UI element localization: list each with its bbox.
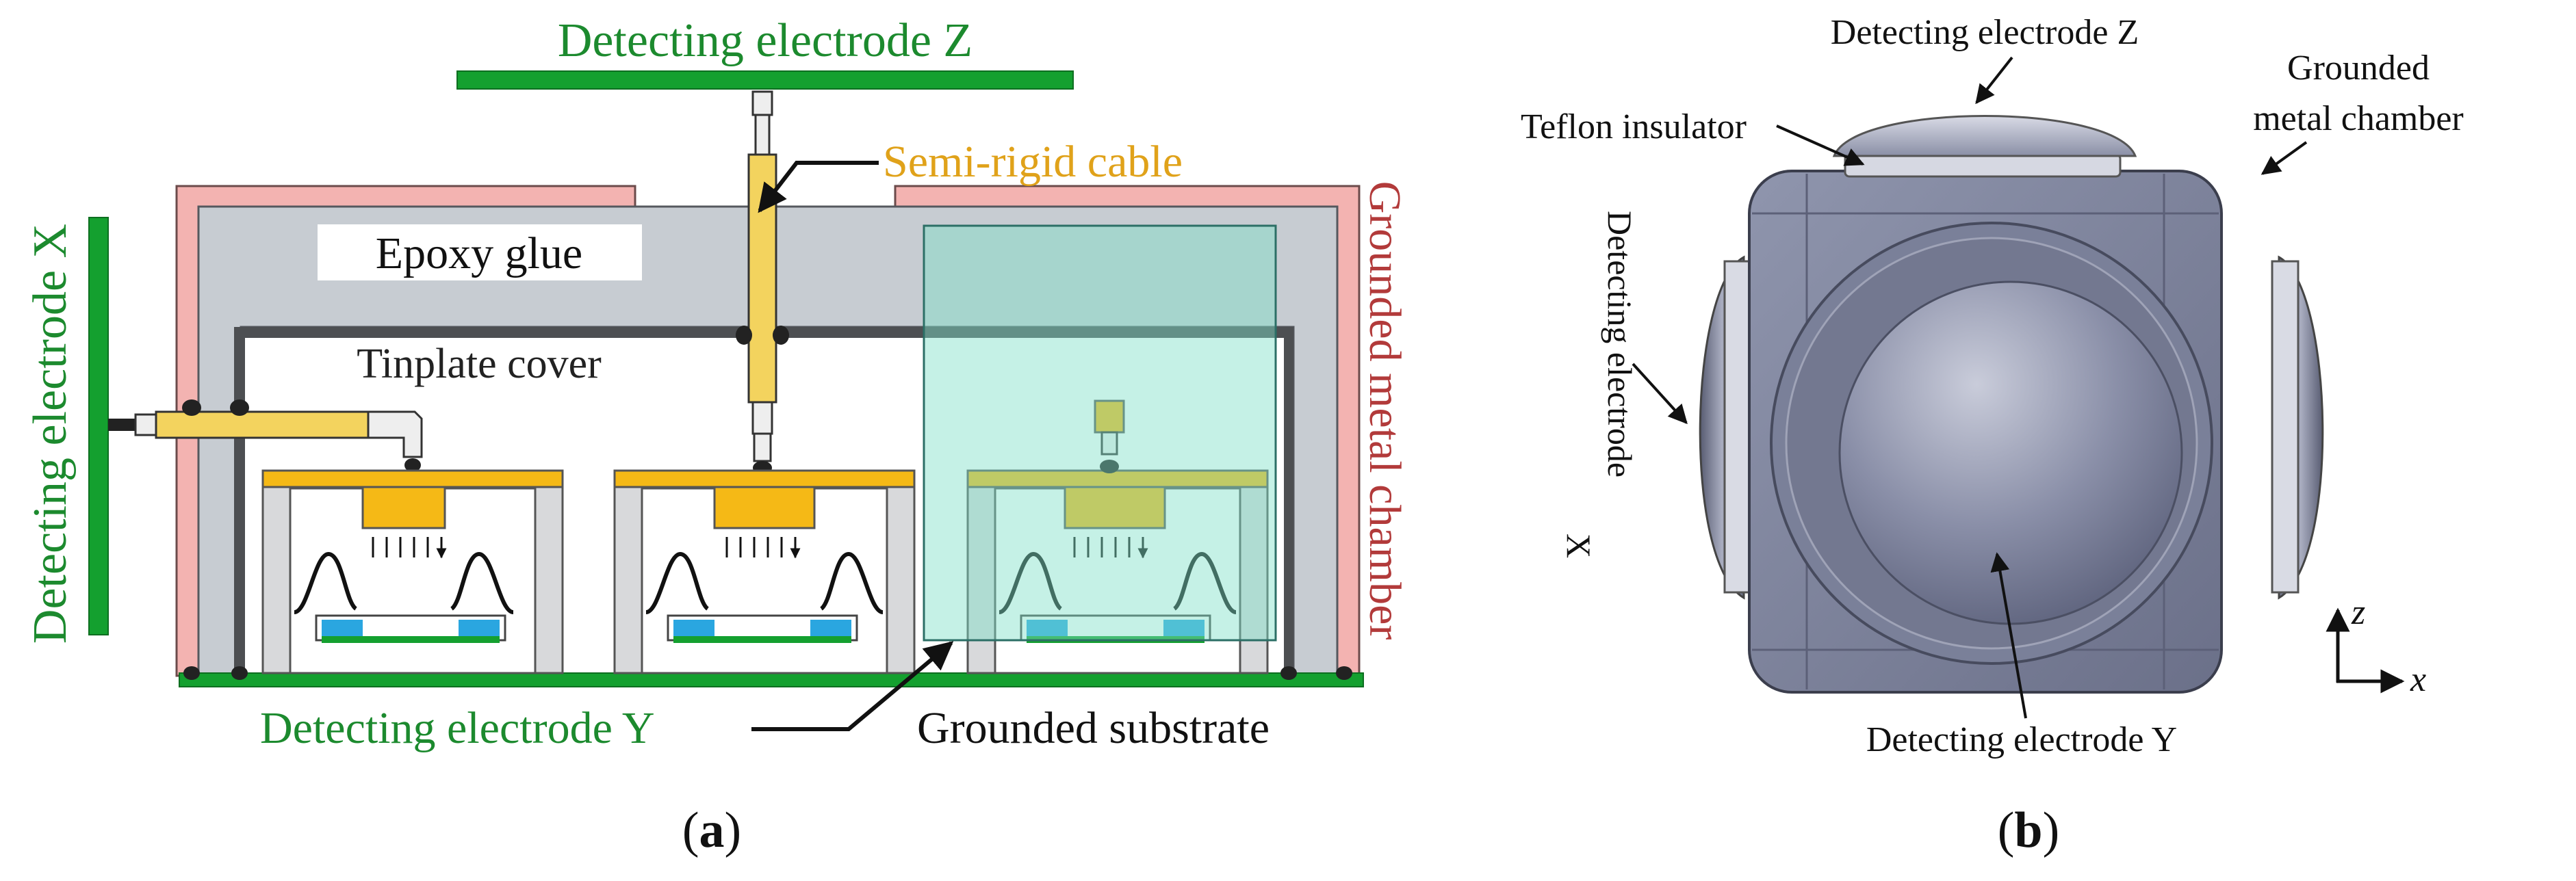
- panel-a-caption: (a): [682, 802, 741, 858]
- grounded-substrate-overlay: [923, 224, 1277, 642]
- cable-connector-left: [108, 419, 136, 431]
- electrode-y-plate: [179, 672, 1364, 687]
- cable-joint-2: [773, 326, 789, 345]
- b-teflon-label: Teflon insulator: [1521, 107, 1747, 146]
- b-electrode-z-leader: [1975, 56, 2013, 105]
- b-teflon-leader: [1776, 124, 1865, 166]
- electrode-z-plate: [456, 70, 1074, 90]
- rivet: [183, 666, 200, 680]
- axis-z-label: z: [2351, 593, 2365, 632]
- electrode-x-label: Detecting electrode X: [24, 224, 77, 644]
- electrode-y-label: Detecting electrode Y: [260, 703, 655, 753]
- teflon-insulator: [1844, 153, 2122, 178]
- cable-connector-bottom: [751, 401, 773, 435]
- epoxy-glue-box: [318, 224, 642, 280]
- cable-joint-left: [182, 399, 201, 416]
- grounded-substrate-label: Grounded substrate: [917, 703, 1270, 753]
- b-electrode-x-line1: Detecting electrode: [1601, 211, 1639, 477]
- cable-joint-left-3: [404, 458, 421, 472]
- cable-connector-left-2: [134, 413, 157, 436]
- rivet: [231, 666, 248, 680]
- electrode-z-dome: [1832, 115, 2137, 157]
- electrode-z-label: Detecting electrode Z: [558, 14, 973, 67]
- electrode-y-dome: [1838, 280, 2183, 625]
- cable-joint-left-2: [230, 399, 249, 416]
- right-side-stem: [2271, 260, 2300, 594]
- b-electrode-y-label: Detecting electrode Y: [1866, 720, 2177, 759]
- cable-connector-top-2: [754, 114, 771, 156]
- rivet: [1336, 666, 1352, 680]
- cable-connector-bottom-2: [753, 432, 772, 462]
- b-electrode-x-line2: X: [1560, 534, 1598, 558]
- electrode-x-stem: [1723, 260, 1752, 594]
- b-grounded-line2: metal chamber: [2253, 99, 2464, 138]
- rivet: [1280, 666, 1297, 680]
- electrode-x-plate: [88, 217, 109, 635]
- semi-rigid-cable-leader: [758, 161, 879, 213]
- grounded-chamber-label: Grounded metal chamber: [1360, 181, 1410, 640]
- epoxy-glue-label: Epoxy glue: [376, 228, 582, 278]
- panel-a: Epoxy glue Tinplate cover Detecting elec…: [24, 14, 1410, 858]
- b-electrode-z-label: Detecting electrode Z: [1831, 13, 2139, 52]
- b-grounded-leader: [2261, 141, 2308, 175]
- sensor-module-1: [261, 469, 564, 674]
- b-electrode-y-leader: [1990, 552, 2027, 719]
- axis-x-label: x: [2410, 660, 2426, 699]
- sensor-module-2: [613, 469, 916, 674]
- b-electrode-x-leader: [1632, 363, 1688, 425]
- semi-rigid-cable-horizontal: [155, 410, 370, 439]
- panel-b: Detecting electrode Z Teflon insulator G…: [1521, 13, 2464, 858]
- cable-elbow: [367, 410, 423, 458]
- b-grounded-line1: Grounded: [2287, 49, 2430, 88]
- semi-rigid-cable-label: Semi-rigid cable: [883, 137, 1183, 187]
- cable-connector-top: [751, 90, 773, 116]
- panel-b-caption: (b): [1998, 802, 2059, 858]
- cable-joint: [736, 326, 752, 345]
- electrode-y-leader: [751, 641, 954, 731]
- tinplate-cover-label: Tinplate cover: [357, 341, 602, 387]
